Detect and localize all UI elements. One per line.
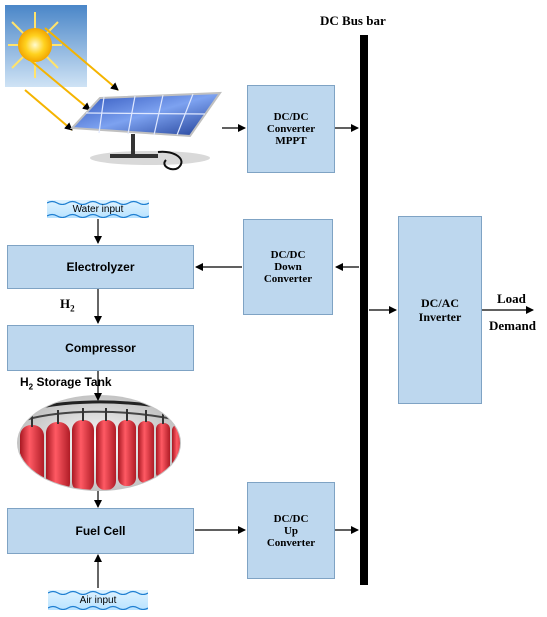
up-converter-block: DC/DC Up Converter: [247, 482, 335, 579]
water-wave-bottom: [47, 213, 149, 218]
compressor-block: Compressor: [7, 325, 194, 371]
electrolyzer-block: Electrolyzer: [7, 245, 194, 289]
mppt-line-2: Converter: [266, 123, 316, 135]
air-input-label: Air input: [79, 594, 117, 606]
flow-arrows: [94, 124, 534, 588]
dc-bus-bar: [360, 35, 368, 585]
air-wave-top: [48, 590, 148, 595]
mppt-line-3: MPPT: [275, 135, 307, 147]
inverter-line-1: DC/AC: [421, 296, 459, 310]
inverter-line-2: Inverter: [418, 310, 462, 324]
down-converter-block: DC/DC Down Converter: [243, 219, 333, 315]
inverter-block: DC/AC Inverter: [398, 216, 482, 404]
up-line-2: Up: [283, 524, 299, 537]
water-wave-top: [47, 200, 149, 205]
load-label: Load: [497, 291, 526, 306]
up-line-1: DC/DC: [273, 512, 309, 525]
water-input-label: Water input: [72, 203, 124, 215]
air-wave-bottom: [48, 605, 148, 610]
electrolyzer-label: Electrolyzer: [66, 260, 135, 274]
sun-icon: [5, 5, 87, 87]
fuel-cell-label: Fuel Cell: [75, 524, 126, 538]
bus-label: DC Bus bar: [320, 13, 386, 28]
storage-h-subscript: 2: [28, 382, 34, 392]
mppt-line-1: DC/DC: [273, 111, 309, 123]
h2-subscript: 2: [70, 303, 75, 314]
down-line-3: Converter: [263, 273, 313, 285]
down-line-1: DC/DC: [270, 249, 306, 261]
water-input-badge: Water input: [47, 200, 149, 218]
h2-symbol: H: [60, 296, 71, 311]
demand-label: Demand: [489, 318, 536, 333]
storage-h-symbol: H: [20, 375, 29, 389]
down-line-2: Down: [274, 261, 302, 273]
compressor-label: Compressor: [65, 341, 136, 355]
fuel-cell-block: Fuel Cell: [7, 508, 194, 554]
hydrogen-tanks-icon: [17, 395, 181, 491]
solar-panel-icon: [69, 91, 222, 171]
storage-tank-label: H2 Storage Tank: [20, 375, 112, 391]
up-line-3: Converter: [266, 536, 316, 549]
storage-tank-text: Storage Tank: [33, 375, 112, 389]
h2-label: H2: [60, 296, 75, 314]
air-input-badge: Air input: [48, 590, 148, 610]
mppt-converter-block: DC/DC Converter MPPT: [247, 85, 335, 173]
sun-rays: [24, 27, 119, 131]
